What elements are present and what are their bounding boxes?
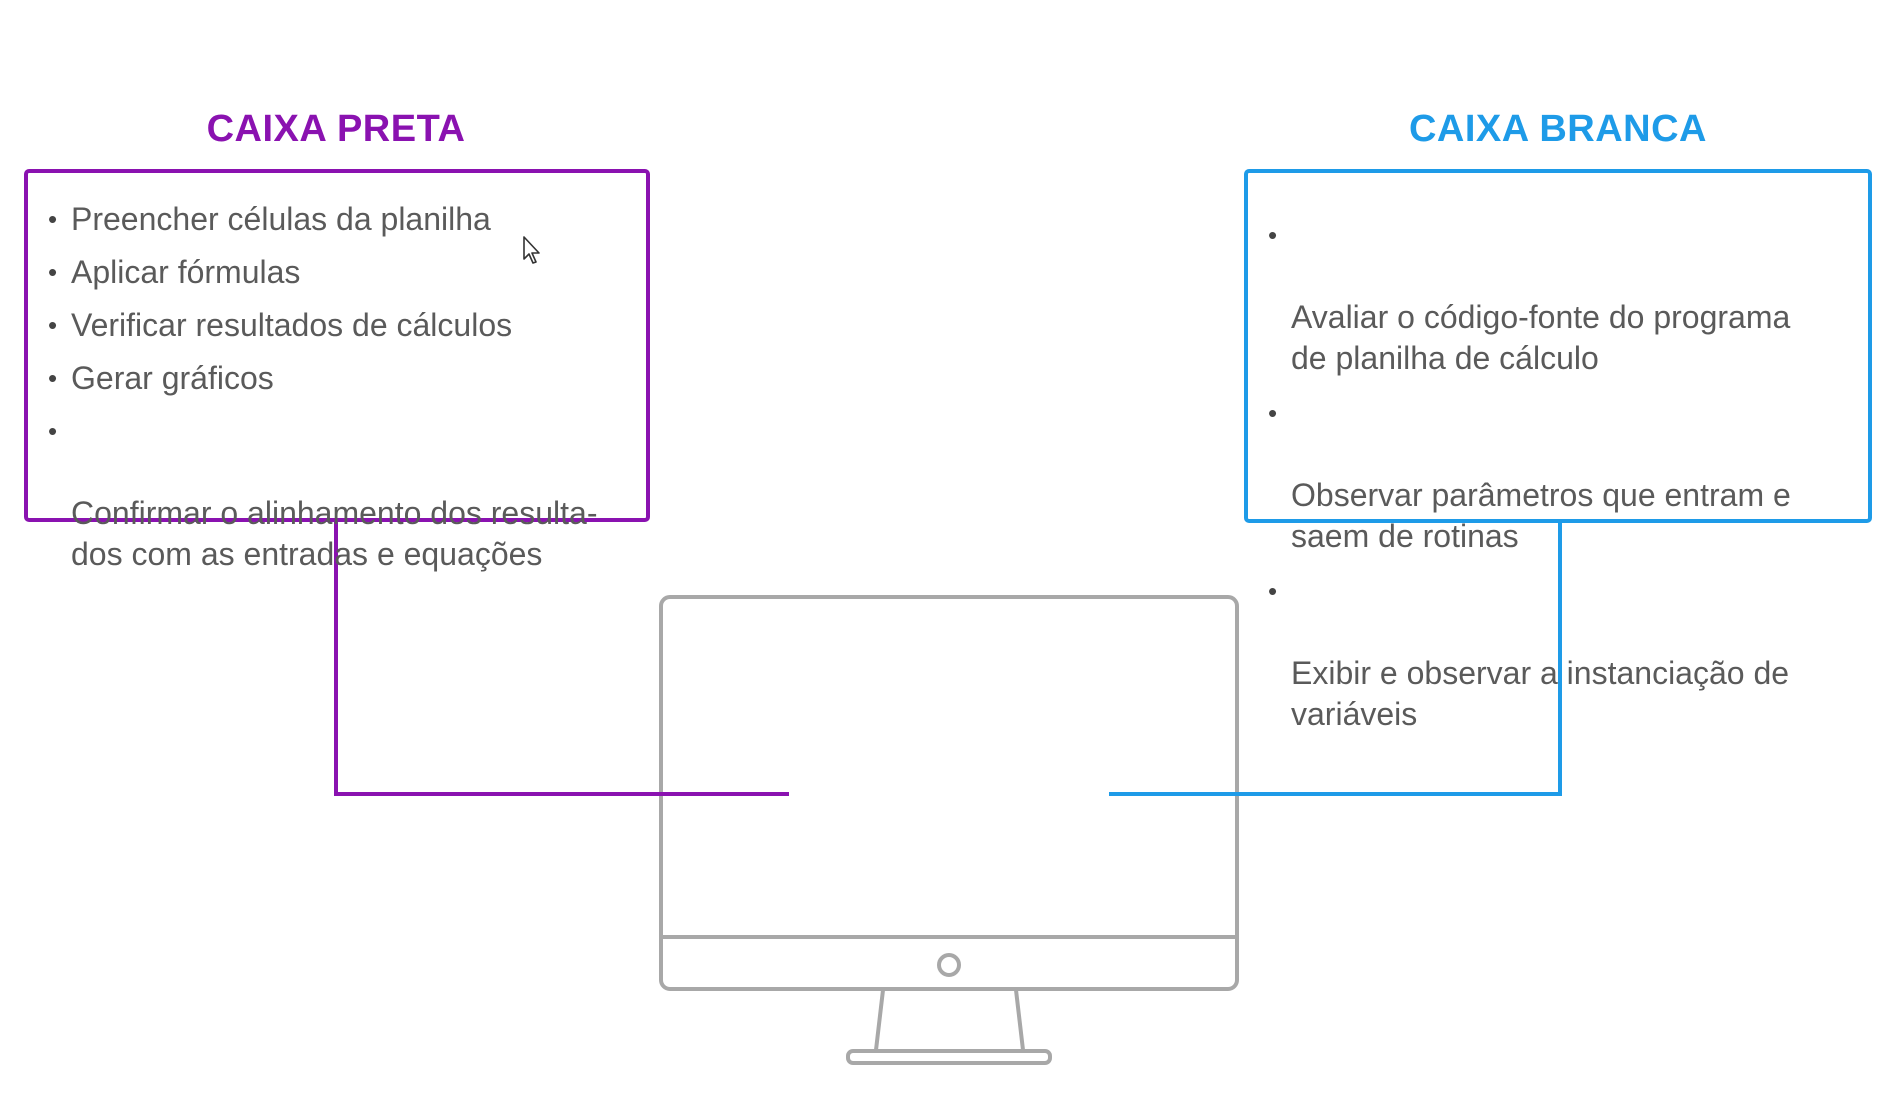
bullet-icon: •	[48, 363, 58, 393]
bullet-icon: •	[1268, 398, 1278, 428]
bullet-icon: •	[48, 310, 58, 340]
white-box-item: • Exibir e observar a instanciação de va…	[1266, 571, 1850, 735]
white-box-item-text: Avaliar o código-fonte do programa de pl…	[1291, 299, 1791, 376]
monitor-power-button	[937, 953, 961, 977]
bullet-icon: •	[1268, 220, 1278, 250]
black-box-item-text: Verificar resultados de cálculos	[71, 307, 513, 343]
black-box-panel: • Preencher células da planilha • Aplica…	[24, 169, 650, 572]
white-box-item: • Observar parâmetros que entram e saem …	[1266, 393, 1850, 557]
black-box-item: • Preencher células da planilha	[46, 199, 628, 240]
bullet-icon: •	[48, 416, 58, 446]
bullet-icon: •	[48, 204, 58, 234]
white-box-item-text: Exibir e observar a instanciação de vari…	[1291, 655, 1790, 732]
black-box-title: CAIXA PRETA	[206, 108, 466, 150]
black-box-item-text: Aplicar fórmulas	[71, 254, 301, 290]
white-box-item-text: Observar parâmetros que entram e saem de…	[1291, 477, 1791, 554]
white-box-list: • Avaliar o código-fonte do programa de …	[1266, 215, 1850, 735]
white-box-item: • Avaliar o código-fonte do programa de …	[1266, 215, 1850, 379]
black-box-item-text: Confirmar o alinhamento dos resulta- dos…	[71, 495, 598, 572]
black-box-item: • Aplicar fórmulas	[46, 252, 628, 293]
computer-monitor-icon	[659, 595, 1239, 1065]
white-box-title: CAIXA BRANCA	[1408, 108, 1708, 150]
black-box-item: • Verificar resultados de cálculos	[46, 305, 628, 346]
white-box-panel: • Avaliar o código-fonte do programa de …	[1244, 169, 1872, 732]
bullet-icon: •	[48, 257, 58, 287]
monitor-base	[846, 1049, 1052, 1065]
black-box-item: • Confirmar o alinhamento dos resulta- d…	[46, 411, 628, 575]
white-box-connector-line	[1109, 523, 1562, 796]
black-box-item-text: Gerar gráficos	[71, 360, 274, 396]
black-box-list: • Preencher células da planilha • Aplica…	[46, 199, 628, 575]
mouse-pointer-icon	[523, 236, 540, 264]
monitor-stand	[874, 989, 1025, 1051]
black-box-item: • Gerar gráficos	[46, 358, 628, 399]
black-box-item-text: Preencher células da planilha	[71, 201, 491, 237]
bullet-icon: •	[1268, 576, 1278, 606]
black-box-connector-line	[334, 522, 789, 796]
